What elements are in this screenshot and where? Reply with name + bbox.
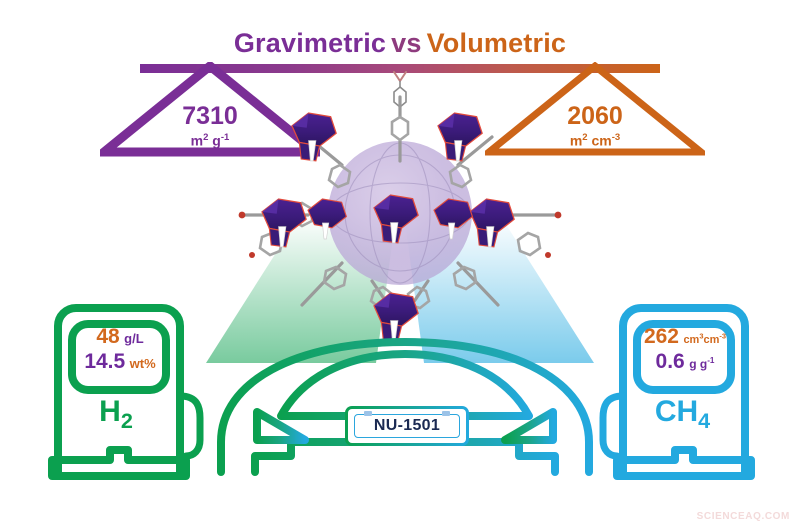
title-gravimetric: Gravimetric: [233, 28, 387, 58]
methane-gas-label: CH4: [654, 395, 711, 433]
methane-unit-1: cm3cm-3: [683, 331, 727, 346]
gravimetric-unit: m2 g-1: [190, 132, 230, 149]
methane-pump: 262 cm3cm-3 0.6 g g-1 CH4: [595, 300, 758, 485]
methane-unit-2: g g-1: [689, 356, 715, 372]
title-vs: vs: [391, 28, 422, 58]
hydrogen-value-1: 48: [96, 325, 120, 348]
hydrogen-unit-1: g/L: [124, 331, 144, 346]
balance-beam: [140, 64, 660, 73]
plate-bolt-left: [364, 411, 372, 416]
methane-reading-1: 262 cm3cm-3: [627, 325, 743, 348]
license-plate: NU-1501: [345, 406, 469, 446]
hydrogen-reading-2: 14.5 wt%: [66, 351, 174, 373]
mof-structure-diagram: [238, 95, 562, 342]
methane-value-2: 0.6: [655, 350, 685, 374]
volumetric-unit: m2 cm-3: [569, 132, 621, 149]
plate-bolt-right: [442, 411, 450, 416]
volumetric-pan: 2060 m2 cm-3: [485, 62, 705, 157]
hydrogen-gas-label: H2: [99, 395, 133, 433]
hydrogen-unit-2: wt%: [129, 356, 156, 372]
watermark: SCIENCEAQ.COM: [696, 511, 790, 522]
gravimetric-value: 7310: [182, 102, 238, 130]
methane-readings: 262 cm3cm-3 0.6 g g-1: [627, 325, 743, 373]
hydrogen-reading-1: 48 g/L: [66, 325, 174, 348]
hydrogen-readings: 48 g/L 14.5 wt%: [66, 325, 174, 373]
metal-cluster: [261, 112, 515, 342]
plate-number: NU-1501: [373, 417, 441, 434]
hydrogen-pump: 48 g/L 14.5 wt% H2: [48, 300, 208, 485]
plate-inner-frame: NU-1501: [354, 414, 460, 438]
volumetric-value: 2060: [567, 102, 623, 130]
methane-value-1: 262: [643, 325, 679, 348]
hydrogen-value-2: 14.5: [84, 350, 126, 374]
gravimetric-pan: 7310 m2 g-1: [100, 62, 320, 157]
methane-reading-2: 0.6 g g-1: [627, 351, 743, 373]
title-volumetric: Volumetric: [426, 28, 567, 58]
car-outline: [217, 338, 593, 476]
